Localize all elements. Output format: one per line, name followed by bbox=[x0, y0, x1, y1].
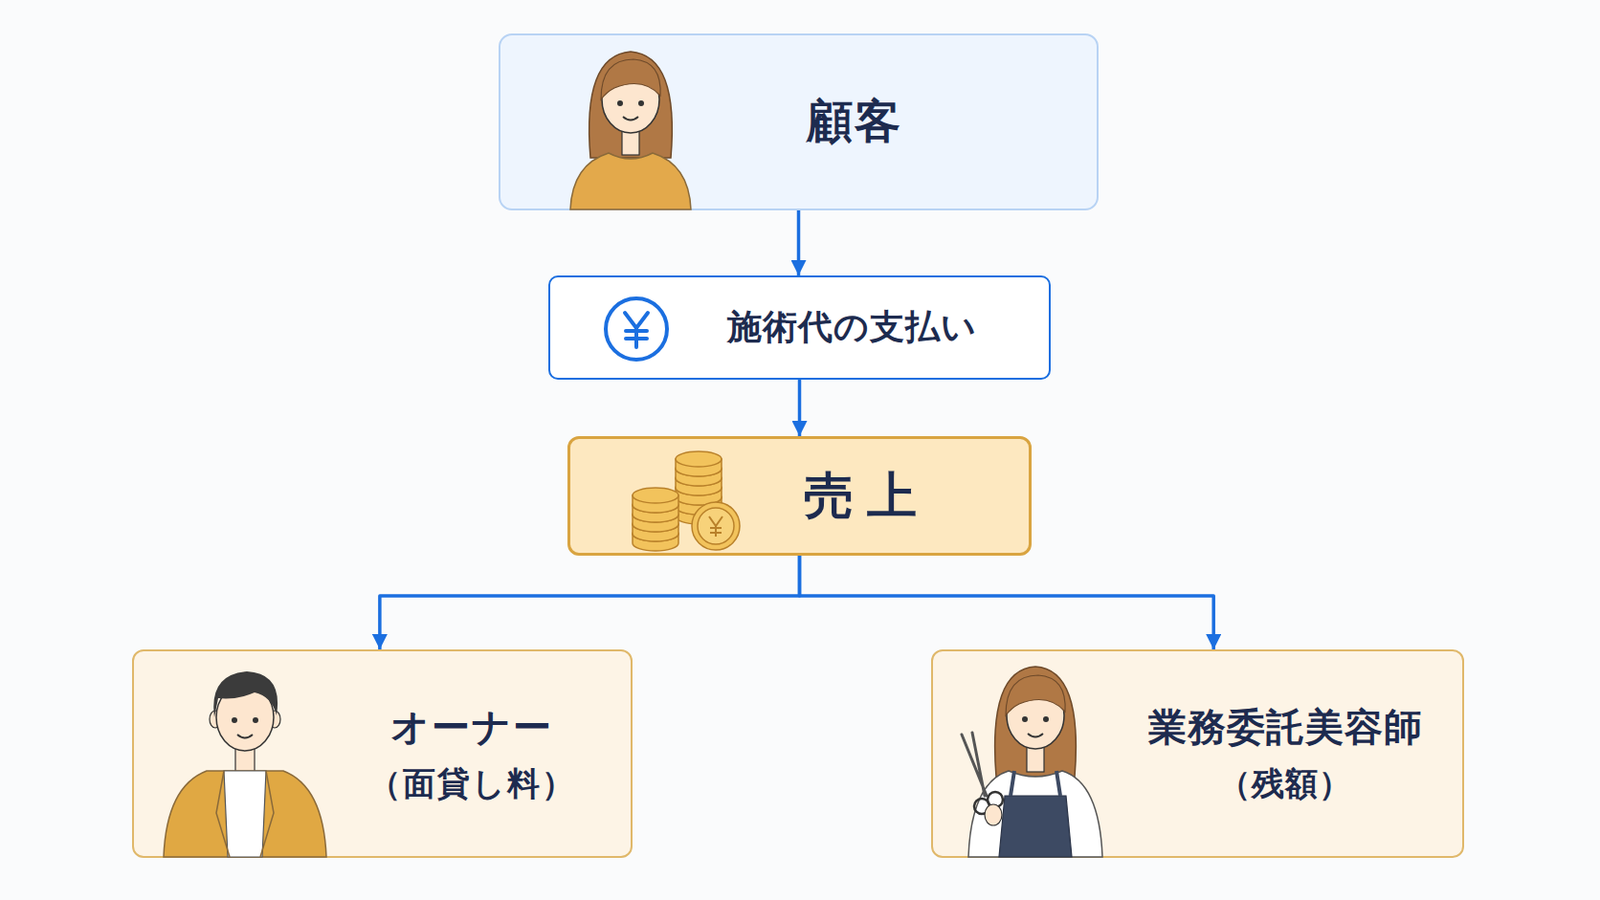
owner-illustration bbox=[163, 671, 327, 858]
customer-box: 顧客 bbox=[498, 33, 1099, 211]
owner-box: オーナー （面貸し料） bbox=[132, 649, 633, 859]
text-area: 売上 bbox=[752, 439, 982, 554]
flow-arrow bbox=[800, 555, 1215, 650]
sales-box: 売上 bbox=[567, 436, 1032, 556]
node-sublabel: （面貸し料） bbox=[368, 762, 577, 807]
node-label: 業務委託美容師 bbox=[1148, 701, 1423, 754]
coin-stack bbox=[632, 451, 740, 552]
payment-box: 施術代の支払い bbox=[548, 275, 1051, 380]
node-sublabel: （残額） bbox=[1218, 762, 1353, 807]
stylist-box: 業務委託美容師 （残額） bbox=[931, 649, 1465, 859]
node-label: オーナー bbox=[390, 701, 554, 754]
node-label: 施術代の支払い bbox=[727, 304, 978, 352]
text-area: オーナー （面貸し料） bbox=[337, 651, 606, 857]
customer-illustration bbox=[570, 51, 691, 210]
flow-arrow bbox=[379, 555, 800, 650]
text-area: 施術代の支払い bbox=[693, 277, 1010, 378]
yen-icon bbox=[605, 298, 667, 360]
flow-arrow bbox=[798, 379, 802, 437]
node-label: 顧客 bbox=[806, 90, 903, 154]
node-label: 売上 bbox=[803, 462, 931, 530]
text-area: 業務委託美容師 （残額） bbox=[1132, 651, 1439, 857]
stylist-illustration bbox=[961, 666, 1103, 858]
flow-arrow bbox=[797, 210, 801, 276]
text-area: 顧客 bbox=[739, 35, 970, 209]
